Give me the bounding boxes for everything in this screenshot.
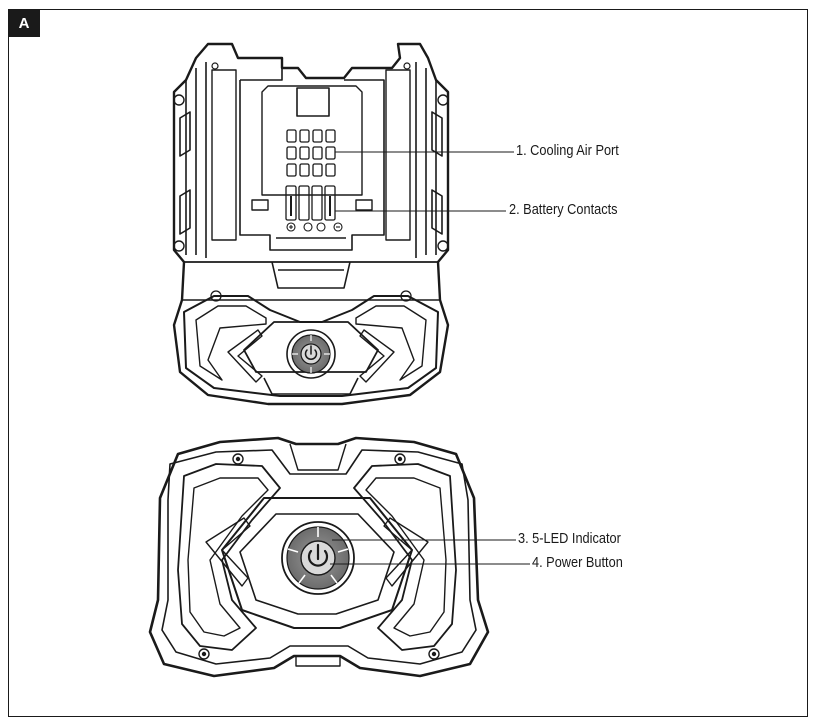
top-view-power-button bbox=[286, 329, 336, 379]
plus-symbol-icon bbox=[286, 222, 296, 232]
leader-lines bbox=[330, 151, 530, 565]
callout-led-indicator: 3. 5-LED Indicator bbox=[518, 531, 621, 547]
figure-frame bbox=[8, 9, 808, 717]
callout-power-button: 4. Power Button bbox=[532, 555, 623, 571]
callout-cooling-air-port: 1. Cooling Air Port bbox=[516, 143, 619, 159]
figure-badge: A bbox=[8, 9, 40, 37]
callout-battery-contacts: 2. Battery Contacts bbox=[509, 202, 618, 218]
front-power-button bbox=[281, 521, 355, 595]
top-view bbox=[172, 42, 450, 406]
power-icon bbox=[304, 345, 318, 361]
power-icon bbox=[307, 543, 329, 567]
minus-symbol-icon bbox=[333, 222, 343, 232]
